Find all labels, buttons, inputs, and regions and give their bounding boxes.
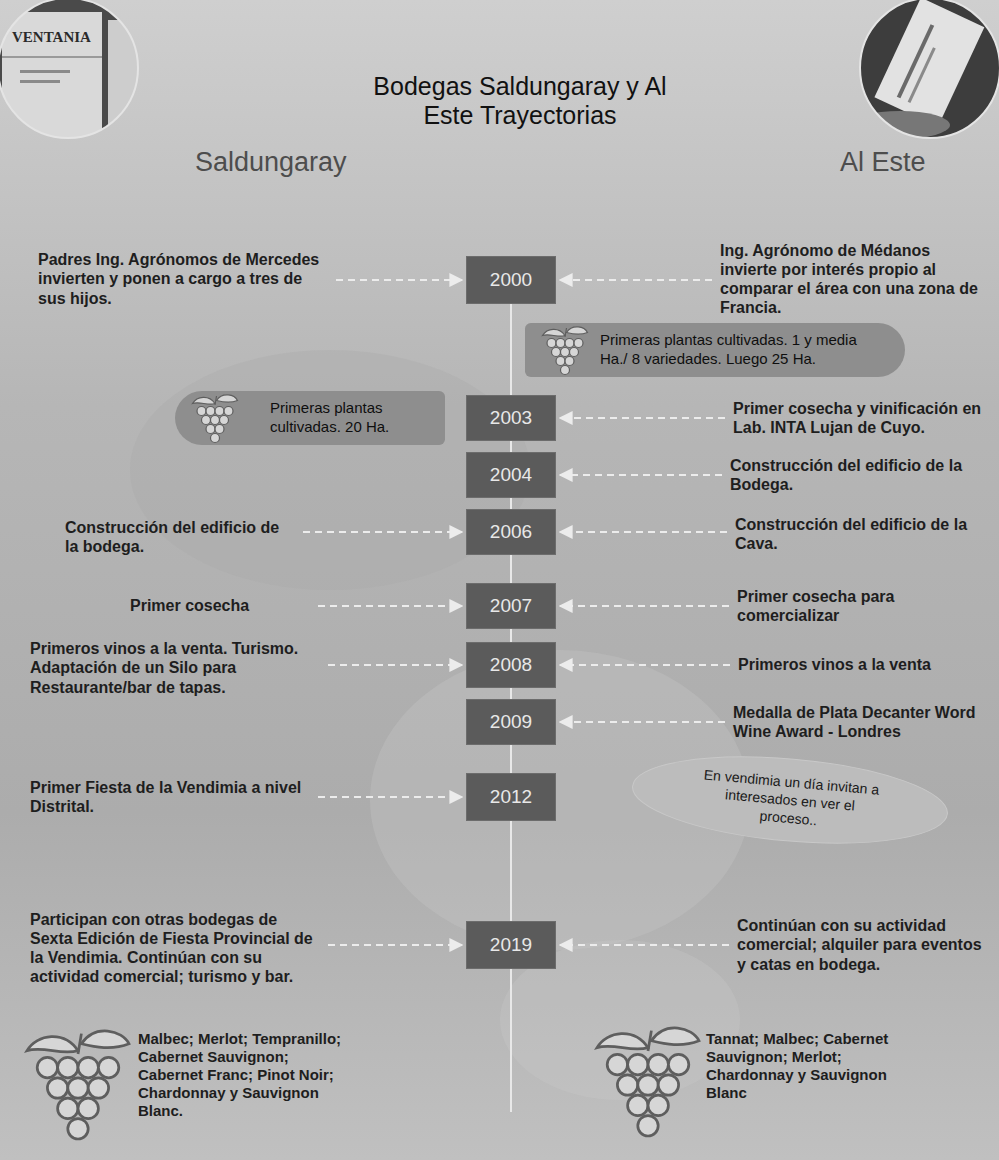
node-text: Primeros vinos a la venta. Turismo. Adap…: [30, 639, 320, 697]
dashed-arrow: [336, 279, 462, 281]
event-text: Construcción del edificio de la bodega.: [65, 518, 295, 556]
dashed-arrow: [560, 944, 729, 946]
dashed-arrow: [560, 721, 725, 723]
event-text: Ing. Agrónomo de Médanos invierte por in…: [720, 241, 985, 318]
node-text: Padres Ing. Agrónomos de Mercedes invier…: [38, 250, 328, 308]
variety-list: Tannat; Malbec; Cabernet Sauvignon; Merl…: [706, 1030, 931, 1102]
node-text: Primer Fiesta de la Vendimia a nivel Dis…: [30, 778, 310, 816]
node-text: Ing. Agrónomo de Médanos invierte por in…: [720, 241, 985, 318]
node-text: Primer cosecha y vinificación en Lab. IN…: [733, 399, 983, 437]
year-box: 2019: [466, 921, 556, 969]
node-text: Primer cosecha para comercializar: [737, 587, 957, 625]
event-text: Padres Ing. Agrónomos de Mercedes invier…: [38, 250, 328, 308]
year-box: 2006: [466, 509, 556, 555]
node-text: Continúan con su actividad comercial; al…: [737, 916, 992, 974]
node-text: Construcción del edificio de la Cava.: [735, 515, 985, 553]
year-box: 2003: [466, 395, 556, 441]
node-text: Construcción del edificio de la bodega.: [65, 518, 295, 556]
node-text: Construcción del edificio de la Bodega.: [730, 456, 980, 494]
dashed-arrow: [303, 531, 462, 533]
node-text: 2008: [490, 654, 532, 676]
node-text: 2009: [490, 711, 532, 733]
dashed-arrow: [318, 796, 462, 798]
dashed-arrow: [560, 531, 727, 533]
node-text: Primer cosecha: [130, 596, 310, 615]
node-text: 2003: [490, 407, 532, 429]
dashed-arrow: [560, 664, 730, 666]
note-ellipse: En vendimia un día invitan a interesados…: [627, 743, 953, 857]
dashed-arrow: [318, 605, 462, 607]
year-box: 2004: [466, 452, 556, 498]
diagram-title: Bodegas Saldungaray y Al Este Trayectori…: [345, 72, 695, 130]
node-text: 2012: [490, 786, 532, 808]
node-text: Medalla de Plata Decanter Word Wine Awar…: [733, 703, 988, 741]
milestone-pill: Primeras plantas cultivadas. 20 Ha.: [175, 391, 445, 445]
dashed-arrow: [328, 944, 462, 946]
node-text: 2000: [490, 269, 532, 291]
bottle-label: VENTANIA: [12, 28, 102, 46]
dashed-arrow: [560, 605, 729, 607]
year-box: 2012: [466, 773, 556, 821]
year-box: 2009: [466, 699, 556, 745]
event-text: Primer cosecha para comercializar: [737, 587, 957, 625]
year-box: 2000: [466, 256, 556, 304]
event-text: Medalla de Plata Decanter Word Wine Awar…: [733, 703, 988, 741]
variety-list: Malbec; Merlot; Tempranillo; Cabernet Sa…: [138, 1030, 353, 1120]
event-text: Primer cosecha y vinificación en Lab. IN…: [733, 399, 983, 437]
dashed-arrow: [328, 664, 462, 666]
year-box: 2007: [466, 583, 556, 629]
year-box: 2008: [466, 642, 556, 688]
dashed-arrow: [560, 417, 725, 419]
event-text: Construcción del edificio de la Bodega.: [730, 456, 980, 494]
event-text: Primer cosecha: [130, 596, 310, 615]
node-text: Primeras plantas cultivadas. 20 Ha.: [270, 399, 431, 437]
node-text: 2004: [490, 464, 532, 486]
event-text: Primer Fiesta de la Vendimia a nivel Dis…: [30, 778, 310, 816]
node-text: 2007: [490, 595, 532, 617]
dashed-arrow: [560, 474, 722, 476]
event-text: Primeros vinos a la venta: [738, 655, 958, 674]
milestone-pill: Primeras plantas cultivadas. 1 y media H…: [525, 323, 905, 377]
node-text: Primeros vinos a la venta: [738, 655, 958, 674]
column-heading: Al Este: [840, 146, 980, 178]
event-text: Continúan con su actividad comercial; al…: [737, 916, 992, 974]
event-text: Primeros vinos a la venta. Turismo. Adap…: [30, 639, 320, 697]
dashed-arrow: [560, 279, 712, 281]
node-text: 2019: [490, 934, 532, 956]
column-heading: Saldungaray: [195, 146, 435, 178]
node-text: Primeras plantas cultivadas. 1 y media H…: [600, 331, 887, 369]
node-text: 2006: [490, 521, 532, 543]
event-text: Construcción del edificio de la Cava.: [735, 515, 985, 553]
event-text: Participan con otras bodegas de Sexta Ed…: [30, 910, 320, 987]
node-text: Participan con otras bodegas de Sexta Ed…: [30, 910, 320, 987]
